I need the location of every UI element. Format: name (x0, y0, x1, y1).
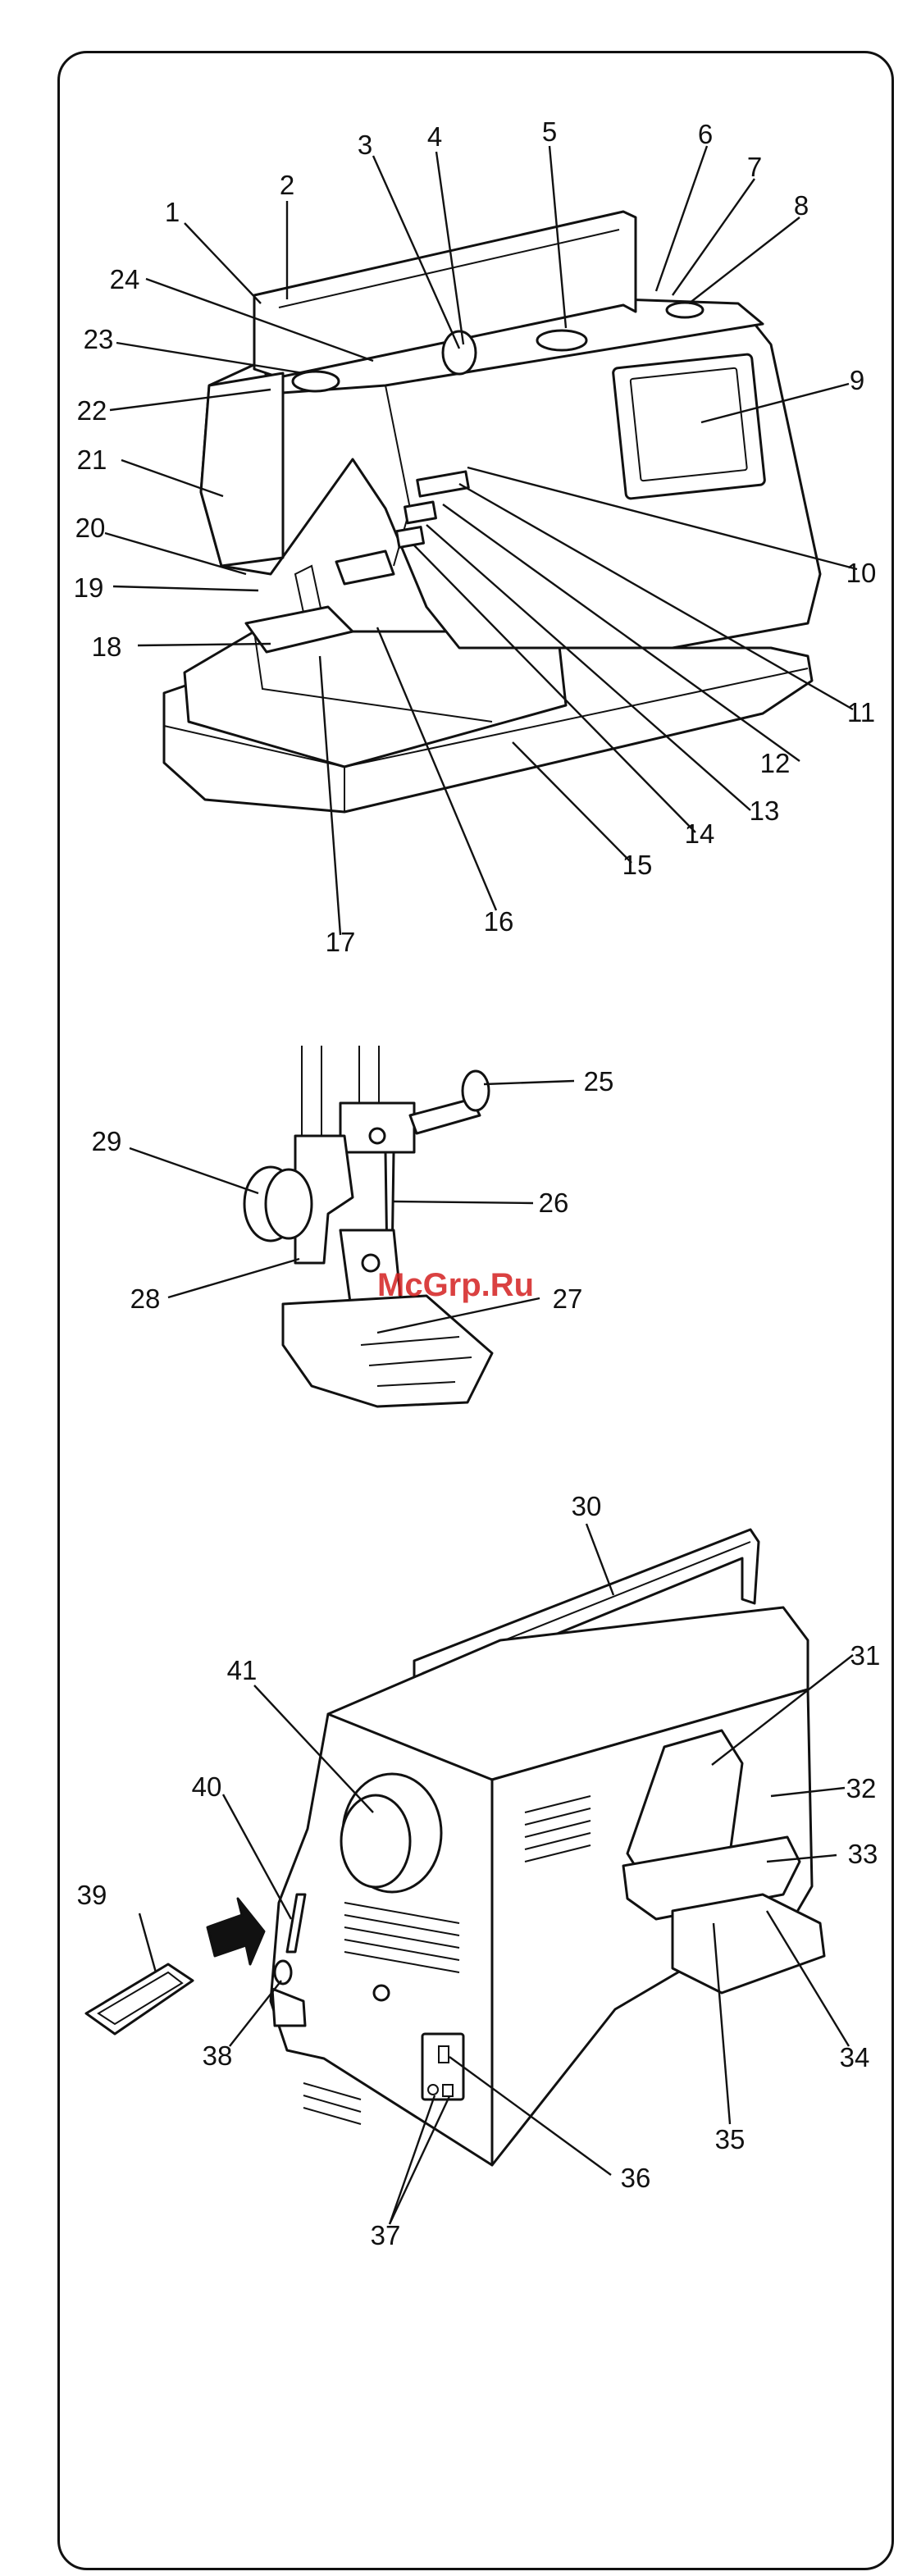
callout-35: 35 (715, 2124, 746, 2154)
callout-34: 34 (840, 2042, 870, 2072)
callout-15: 15 (622, 850, 653, 880)
callout-40: 40 (192, 1771, 222, 1802)
callout-8: 8 (794, 190, 809, 221)
callout-30: 30 (572, 1491, 602, 1521)
callout-17: 17 (326, 927, 356, 957)
callout-3: 3 (358, 130, 372, 160)
callout-13: 13 (750, 796, 780, 826)
callout-32: 32 (846, 1773, 877, 1803)
presser-foot-illustration (244, 1046, 492, 1407)
callout-38: 38 (203, 2040, 233, 2071)
callout-2: 2 (280, 170, 294, 200)
callout-19: 19 (74, 572, 104, 603)
callout-28: 28 (130, 1283, 161, 1314)
callout-21: 21 (77, 445, 107, 475)
callout-9: 9 (850, 365, 864, 395)
watermark-text: McGrp.Ru (377, 1267, 534, 1303)
callout-12: 12 (760, 748, 791, 778)
callout-24: 24 (110, 264, 140, 294)
callout-10: 10 (846, 558, 877, 588)
callout-31: 31 (850, 1640, 881, 1671)
callout-20: 20 (75, 513, 106, 543)
callout-16: 16 (484, 906, 514, 937)
callout-25: 25 (584, 1066, 614, 1097)
callout-26: 26 (539, 1188, 569, 1218)
callout-27: 27 (553, 1283, 583, 1314)
callout-4: 4 (427, 121, 442, 152)
callout-1: 1 (165, 197, 180, 227)
callout-5: 5 (542, 116, 557, 147)
sewing-machine-rear-illustration (86, 1530, 824, 2165)
callout-37: 37 (371, 2220, 401, 2250)
callout-22: 22 (77, 395, 107, 426)
callout-7: 7 (747, 152, 762, 182)
callout-6: 6 (698, 119, 713, 149)
callout-29: 29 (92, 1126, 122, 1156)
callout-41: 41 (227, 1655, 258, 1685)
callout-39: 39 (77, 1880, 107, 1910)
callout-11: 11 (847, 697, 875, 727)
callout-33: 33 (848, 1839, 878, 1869)
callout-23: 23 (84, 324, 114, 354)
sewing-machine-front-illustration (164, 212, 820, 812)
callout-14: 14 (685, 818, 715, 849)
callout-36: 36 (621, 2163, 651, 2193)
callout-18: 18 (92, 631, 122, 662)
